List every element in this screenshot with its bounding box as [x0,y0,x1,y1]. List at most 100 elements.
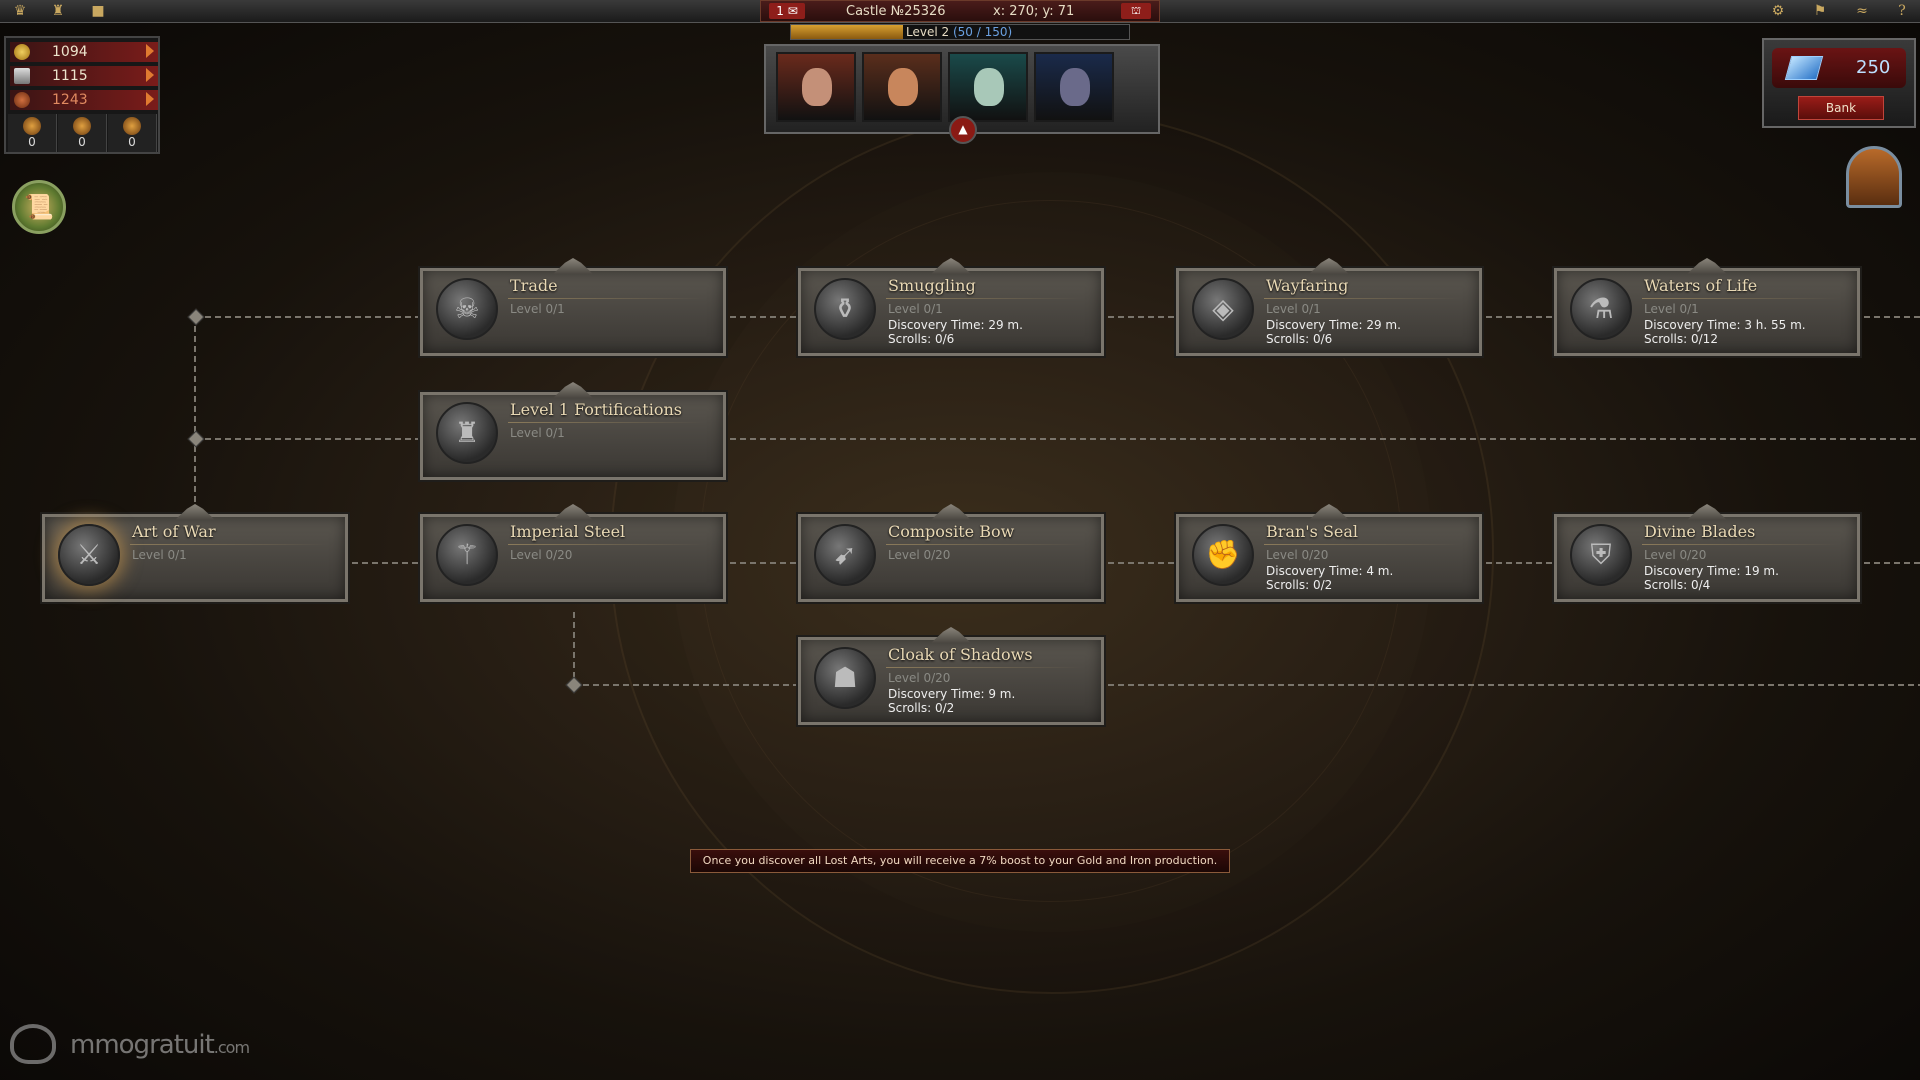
tech-crest [553,382,593,398]
hero-portrait-3[interactable] [948,52,1028,122]
tech-title: Cloak of Shadows [888,645,1033,664]
tech-title: Trade [510,276,558,295]
tech-title: Art of War [132,522,216,541]
tech-crest [931,627,971,643]
hero-portrait-1[interactable] [776,52,856,122]
unit-3-count: 0 [128,135,136,149]
tech-divine-blades[interactable]: ⛨ Divine Blades Level 0/20 Discovery Tim… [1550,504,1864,606]
tech-composite-bow[interactable]: ➹ Composite Bow Level 0/20 [794,504,1108,606]
tech-title: Smuggling [888,276,976,295]
hero-portrait-2[interactable] [862,52,942,122]
iron-expand-arrow[interactable] [146,68,154,82]
tech-discovery-time: Discovery Time: 3 h. 55 m. [1644,318,1806,332]
iron-row: 1115 [10,66,158,86]
tech-smuggling[interactable]: ⚱ Smuggling Level 0/1 Discovery Time: 29… [794,258,1108,360]
tech-waters-of-life[interactable]: ⚗ Waters of Life Level 0/1 Discovery Tim… [1550,258,1864,360]
door-exit-icon[interactable] [1846,146,1902,208]
gold-icon [14,44,30,60]
heroes-collapse-arrow-icon[interactable]: ▲ [949,116,977,144]
tech-crest [1687,258,1727,274]
connector [1864,562,1920,564]
tech-scrolls: Scrolls: 0/6 [1266,332,1333,346]
watermark: mmogratuit.com [10,1020,270,1070]
level-progress-fill [791,25,903,39]
mail-button[interactable]: 1 ✉ [769,3,805,19]
tech-crest [1687,504,1727,520]
hero-portrait-4[interactable] [1034,52,1114,122]
tech-discovery-time: Discovery Time: 29 m. [888,318,1023,332]
tech-discovery-time: Discovery Time: 29 m. [1266,318,1401,332]
gem-count: 250 [1856,57,1891,78]
tech-art-of-war[interactable]: ⚔ Art of War Level 0/1 [38,504,352,606]
rss-icon[interactable]: ≈ [1856,3,1868,19]
tech-title: Bran's Seal [1266,522,1359,541]
connector [1486,562,1556,564]
tech-level: Level 0/1 [510,426,565,440]
help-icon[interactable]: ? [1898,3,1906,19]
connector [195,316,425,318]
bank-button[interactable]: Bank [1798,96,1884,120]
tech-level: Level 0/20 [1644,548,1707,562]
trophy-icon[interactable]: ♜ [51,3,65,19]
castle-name: Castle №25326 [846,4,946,19]
tech-trade[interactable]: ☠ Trade Level 0/1 [416,258,730,360]
hero-3-face [974,68,1004,106]
tech-level: Level 0/1 [1644,302,1699,316]
tower-icon: ♜ [436,402,498,464]
food-value: 1243 [52,92,88,108]
connector [1108,562,1178,564]
quest-scroll-icon[interactable]: 📜 [12,180,66,234]
tech-scrolls: Scrolls: 0/2 [888,701,955,715]
tech-level: Level 0/1 [888,302,943,316]
goto-castle-button[interactable]: ⛫ [1121,3,1151,19]
unit-1-icon [23,117,41,135]
castle-bar: 1 ✉ Castle №25326 x: 270; y: 71 ⛫ [760,0,1160,22]
tech-level-1-fortifications[interactable]: ♜ Level 1 Fortifications Level 0/1 [416,382,730,484]
connector [194,316,196,502]
connector [573,684,801,686]
crown-icon[interactable]: ♛ [13,3,27,19]
level-label: Level 2 [906,25,950,39]
tech-crest [1309,258,1349,274]
tech-brans-seal[interactable]: ✊ Bran's Seal Level 0/20 Discovery Time:… [1172,504,1486,606]
tech-title: Level 1 Fortifications [510,400,682,419]
tech-wayfaring[interactable]: ◈ Wayfaring Level 0/1 Discovery Time: 29… [1172,258,1486,360]
claw-blades-icon: ⚚ [436,524,498,586]
tech-imperial-steel[interactable]: ⚚ Imperial Steel Level 0/20 [416,504,730,606]
unit-2-count: 0 [78,135,86,149]
gold-expand-arrow[interactable] [146,44,154,58]
connector [730,562,800,564]
tech-cloak-of-shadows[interactable]: ☗ Cloak of Shadows Level 0/20 Discovery … [794,627,1108,729]
food-icon [14,92,30,108]
unit-slot-2[interactable]: 0 [58,114,107,152]
gold-row: 1094 [10,42,158,62]
tech-title: Composite Bow [888,522,1015,541]
tech-level: Level 0/20 [1266,548,1329,562]
flag-icon[interactable]: ⚑ [1813,3,1827,19]
tech-level: Level 0/20 [888,548,951,562]
castle-coords: x: 270; y: 71 [993,4,1075,19]
iron-icon [14,68,30,84]
food-expand-arrow[interactable] [146,92,154,106]
gauntlet-icon: ✊ [1192,524,1254,586]
hood-icon: ☗ [814,647,876,709]
gear-icon[interactable]: ⚙ [1771,3,1785,19]
tech-scrolls: Scrolls: 0/4 [1644,578,1711,592]
tech-discovery-time: Discovery Time: 9 m. [888,687,1016,701]
padlock-icon[interactable]: ■ [91,3,105,19]
tech-discovery-time: Discovery Time: 19 m. [1644,564,1779,578]
unit-slot-3[interactable]: 0 [108,114,157,152]
sack-icon: ⚱ [814,278,876,340]
connector-node [187,430,205,448]
mmogratuit-logo-icon [10,1024,56,1064]
connector [730,316,800,318]
tech-title: Divine Blades [1644,522,1756,541]
tech-level: Level 0/20 [888,671,951,685]
unit-1-count: 0 [28,135,36,149]
connector [1864,316,1920,318]
tech-scrolls: Scrolls: 0/12 [1644,332,1718,346]
connector [352,562,422,564]
unit-slot-1[interactable]: 0 [8,114,57,152]
connector [1486,316,1556,318]
horseshoe-icon: ◈ [1192,278,1254,340]
